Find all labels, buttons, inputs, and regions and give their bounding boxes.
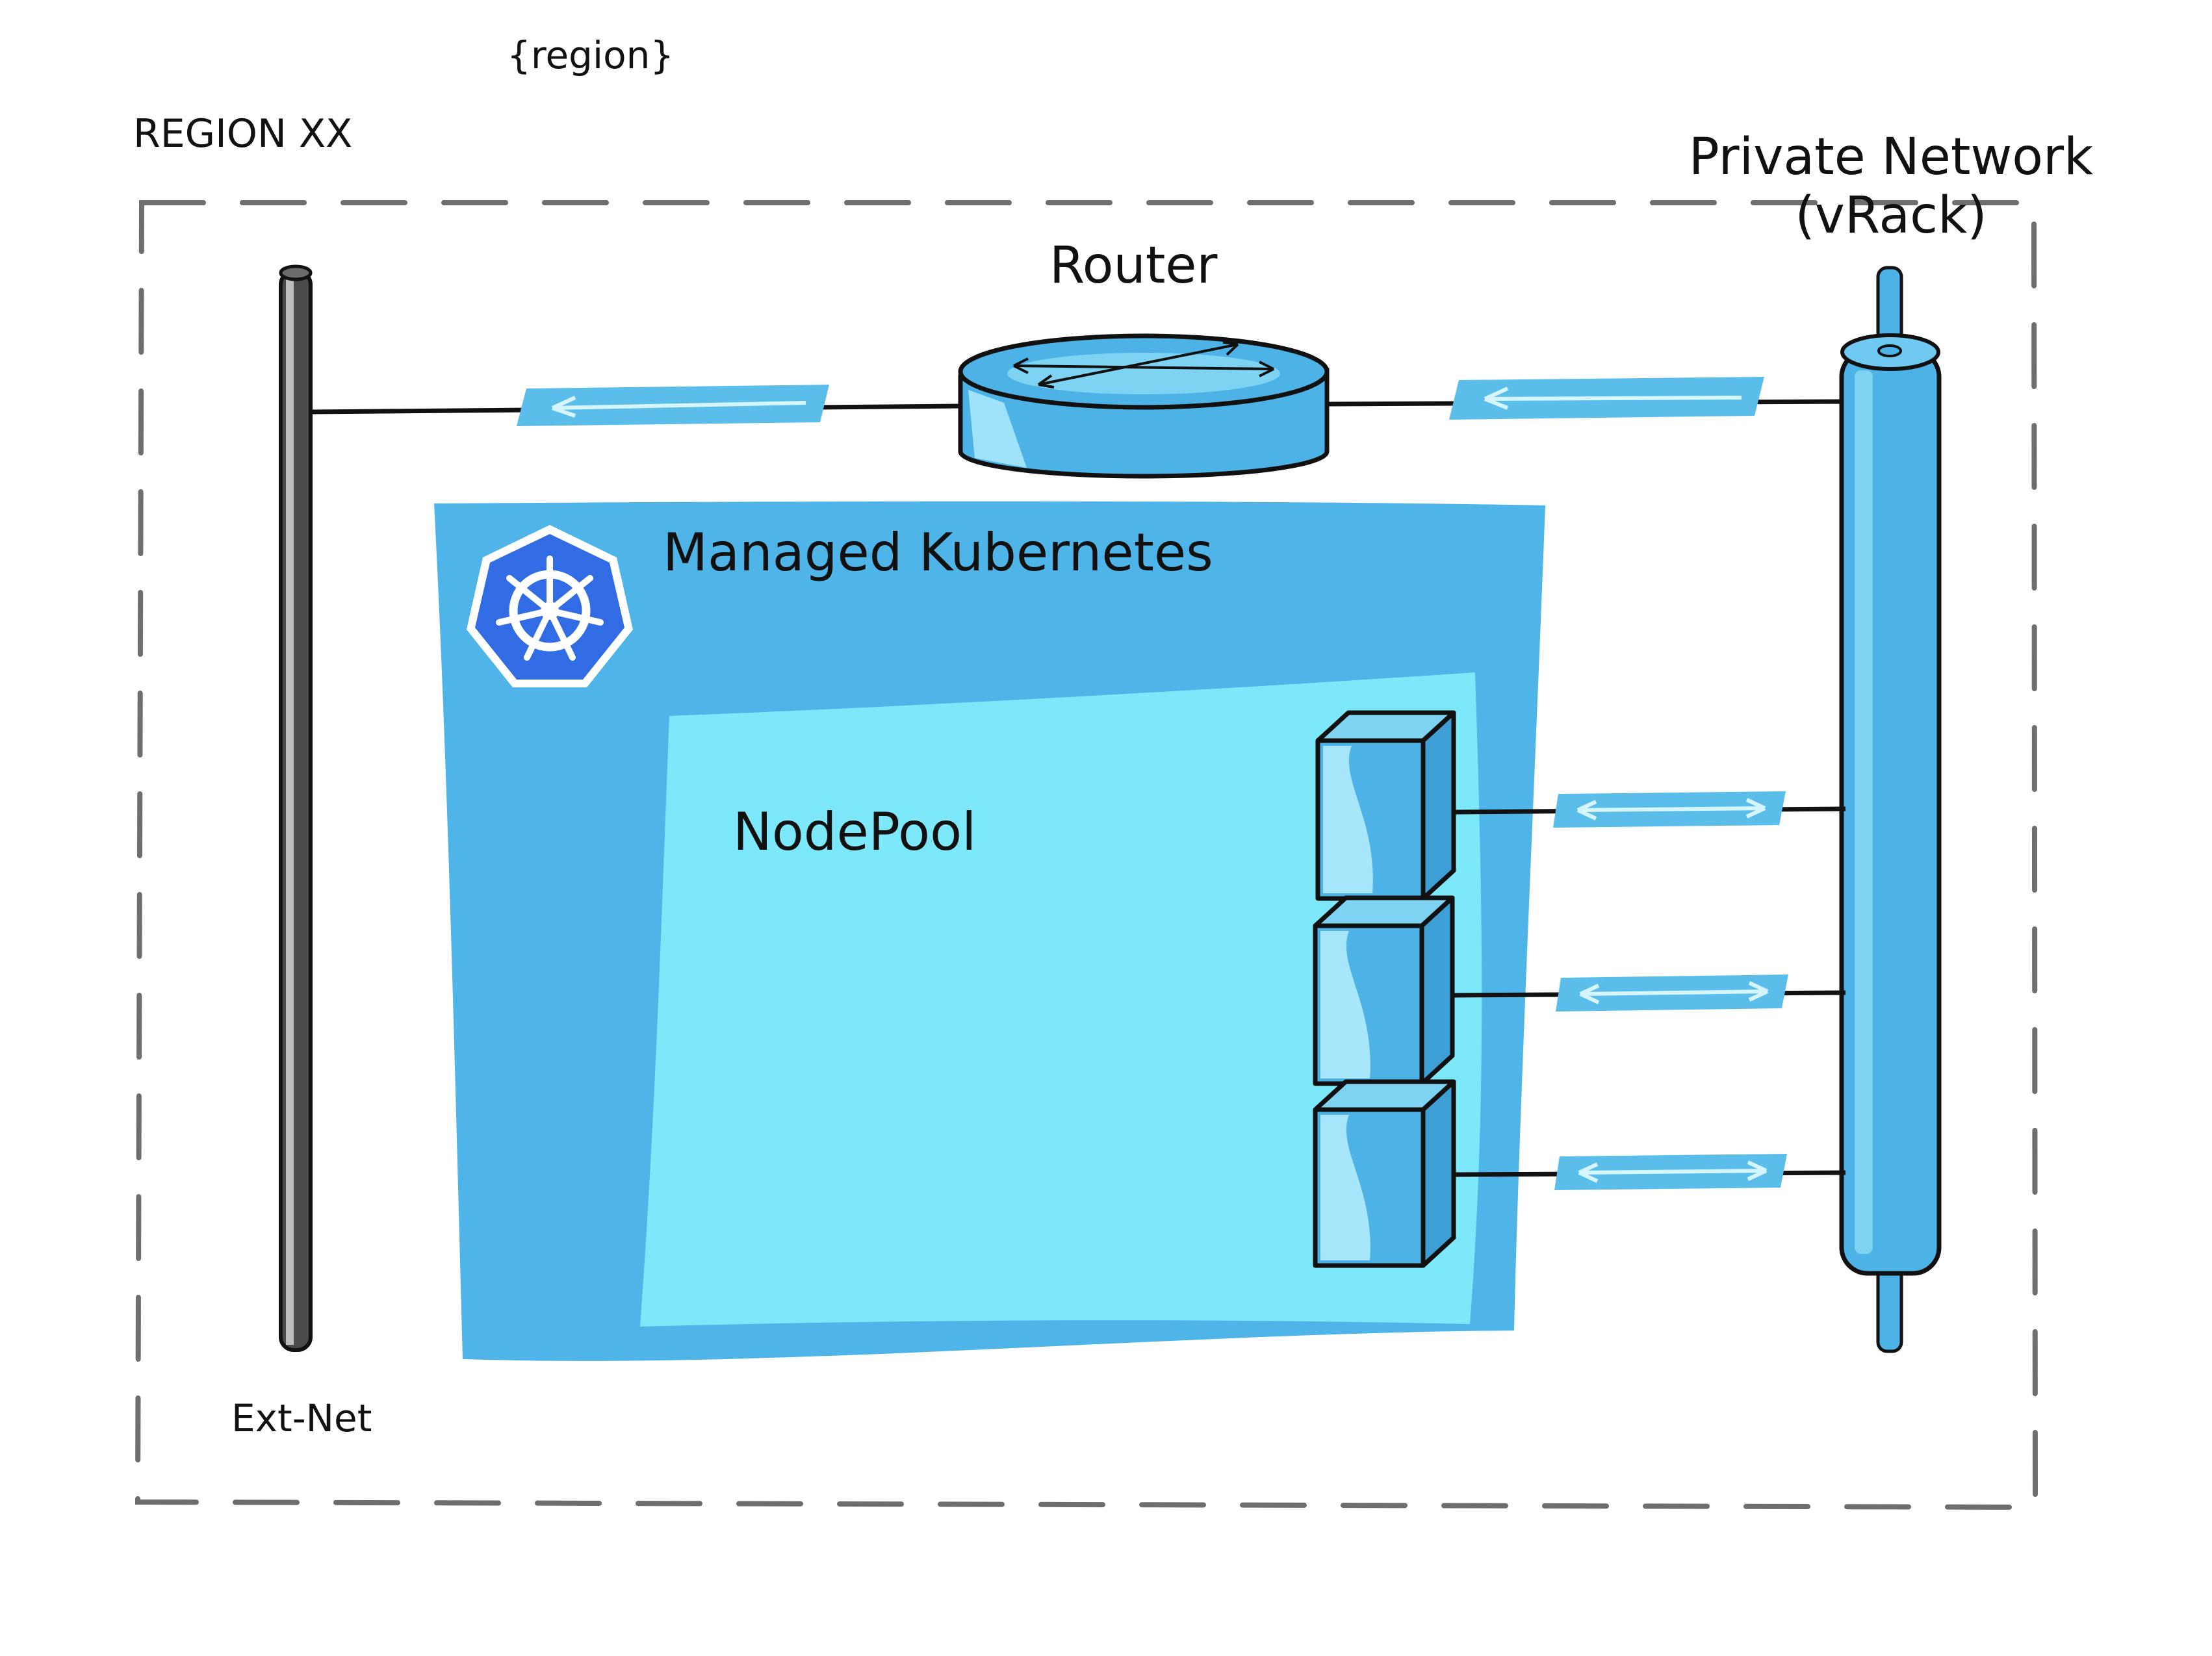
region-boundary bbox=[135, 200, 2038, 1510]
node-cube bbox=[1313, 895, 1455, 1086]
managed-kubernetes-label: Managed Kubernetes bbox=[663, 522, 1213, 583]
vrack-pipe bbox=[1839, 266, 1942, 1353]
ext-net-label: Ext-Net bbox=[231, 1396, 372, 1440]
node-link-arrow bbox=[1554, 1154, 1787, 1190]
private-network-label: Private Network (vRack) bbox=[1688, 128, 2094, 245]
node-link-arrow bbox=[1556, 974, 1788, 1012]
node-cube bbox=[1313, 1079, 1456, 1268]
nodepool-area bbox=[640, 672, 1482, 1327]
region-name-label: REGION XX bbox=[133, 111, 353, 157]
node-link-arrow bbox=[1553, 791, 1786, 828]
ext-net-bar bbox=[279, 264, 313, 1352]
nodepool-label: NodePool bbox=[733, 802, 977, 862]
router-icon bbox=[958, 333, 1330, 479]
link-arrow-tape bbox=[517, 385, 829, 426]
router-label: Router bbox=[1049, 236, 1218, 295]
kubernetes-logo-icon bbox=[467, 525, 633, 687]
region-placeholder-label: {region} bbox=[507, 33, 675, 77]
node-cube bbox=[1315, 710, 1456, 901]
link-arrow-tape bbox=[1449, 377, 1764, 420]
